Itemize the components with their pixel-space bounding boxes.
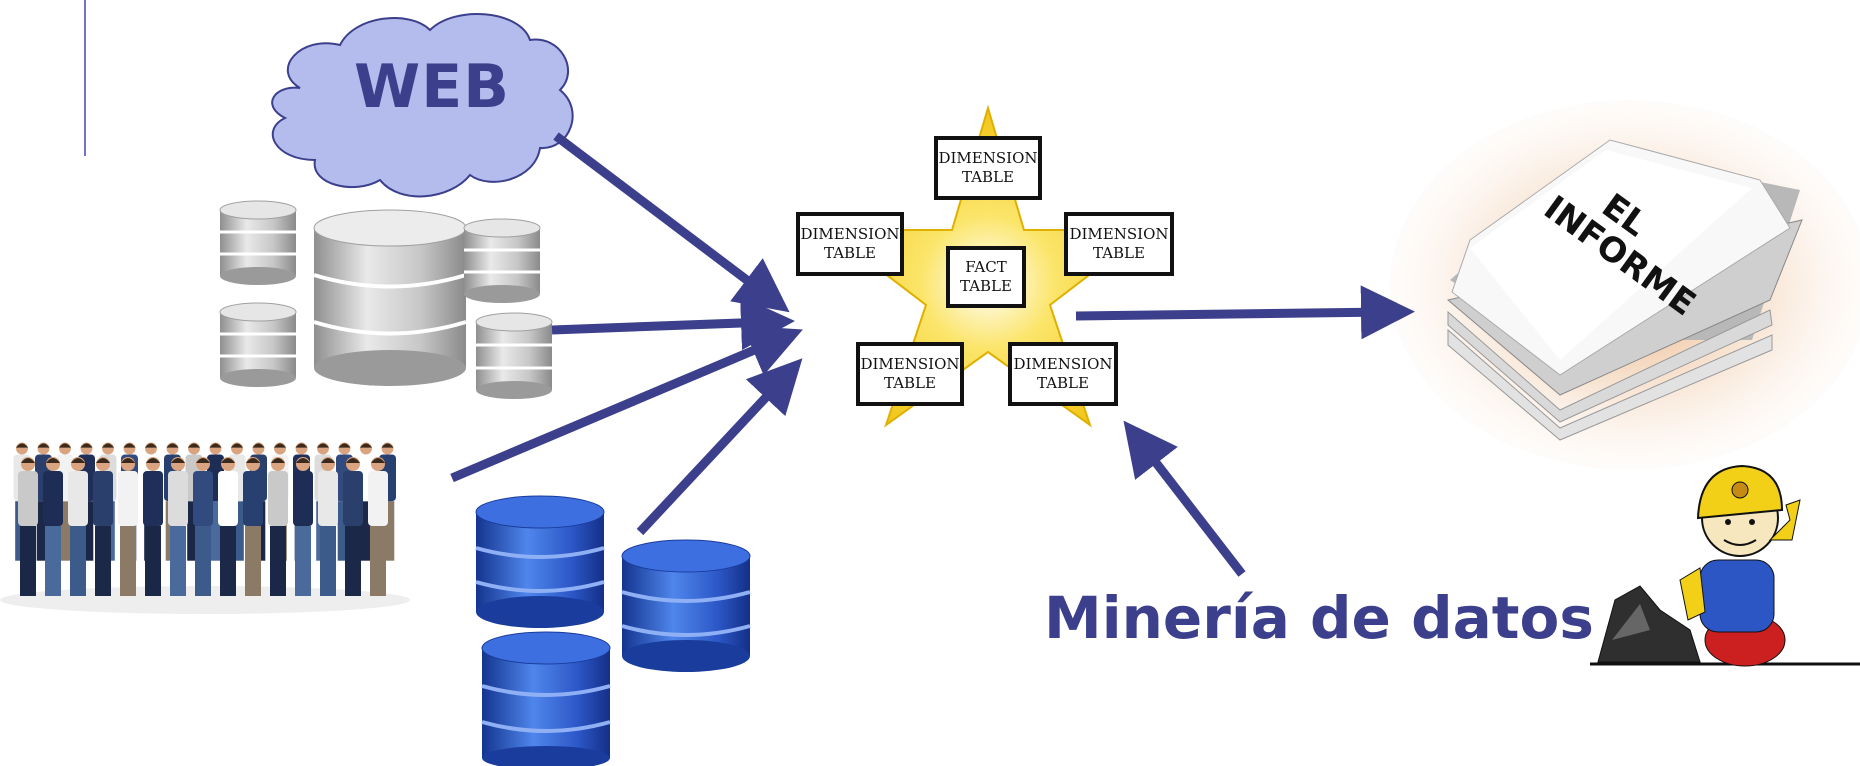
person-figure [118,457,138,596]
slide-accent-line [84,0,86,156]
person-figure [143,457,163,596]
person-figure [368,457,388,596]
dimension-table-bottom-left-line2: TABLE [884,374,936,392]
dimension-table-bottom-left: DIMENSION TABLE [856,342,964,406]
dimension-table-bottom-right-line1: DIMENSION [1013,355,1113,373]
dimension-table-right-line2: TABLE [1093,244,1145,262]
person-figure [193,457,213,596]
cloud-icon [271,13,574,198]
report-document-icon [1390,100,1860,470]
person-figure [68,457,88,596]
dimension-table-right-line1: DIMENSION [1069,225,1169,243]
people-figures-icon [13,442,396,596]
data-mining-label: Minería de datos [1044,584,1594,652]
arrow-people-to-warehouse [450,325,803,483]
blue-database-cluster-icon [475,495,751,766]
dimension-table-bottom-right-line2: TABLE [1037,374,1089,392]
person-figure [218,457,238,596]
people-group [8,432,418,612]
person-figure [43,457,63,596]
miner-mascot-icon [1590,464,1860,667]
dimension-table-top-line2: TABLE [962,168,1014,186]
dimension-table-bottom-right: DIMENSION TABLE [1008,342,1118,406]
person-figure [293,457,313,596]
arrow-warehouse-to-report [1075,285,1415,340]
person-figure [168,457,188,596]
person-figure [343,457,363,596]
web-label: WEB [354,52,510,122]
person-figure [268,457,288,596]
dimension-table-left-line1: DIMENSION [800,225,900,243]
person-figure [243,457,263,596]
dimension-table-left: DIMENSION TABLE [796,212,904,276]
fact-table: FACT TABLE [946,246,1026,308]
arrow-databases-to-warehouse [551,296,795,350]
fact-table-line2: TABLE [960,277,1012,295]
dimension-table-bottom-left-line1: DIMENSION [860,355,960,373]
person-figure [18,457,38,596]
gray-database-cluster-icon [219,200,553,399]
person-figure [93,457,113,596]
dimension-table-top: DIMENSION TABLE [934,136,1042,200]
arrow-mining-to-warehouse [1123,420,1246,577]
person-figure [318,457,338,596]
dimension-table-right: DIMENSION TABLE [1064,212,1174,276]
arrow-blue-databases-to-warehouse [636,358,803,536]
arrows [450,132,1415,577]
fact-table-line1: FACT [965,258,1007,276]
arrow-web-to-warehouse [553,132,790,313]
dimension-table-left-line2: TABLE [824,244,876,262]
dimension-table-top-line1: DIMENSION [938,149,1038,167]
